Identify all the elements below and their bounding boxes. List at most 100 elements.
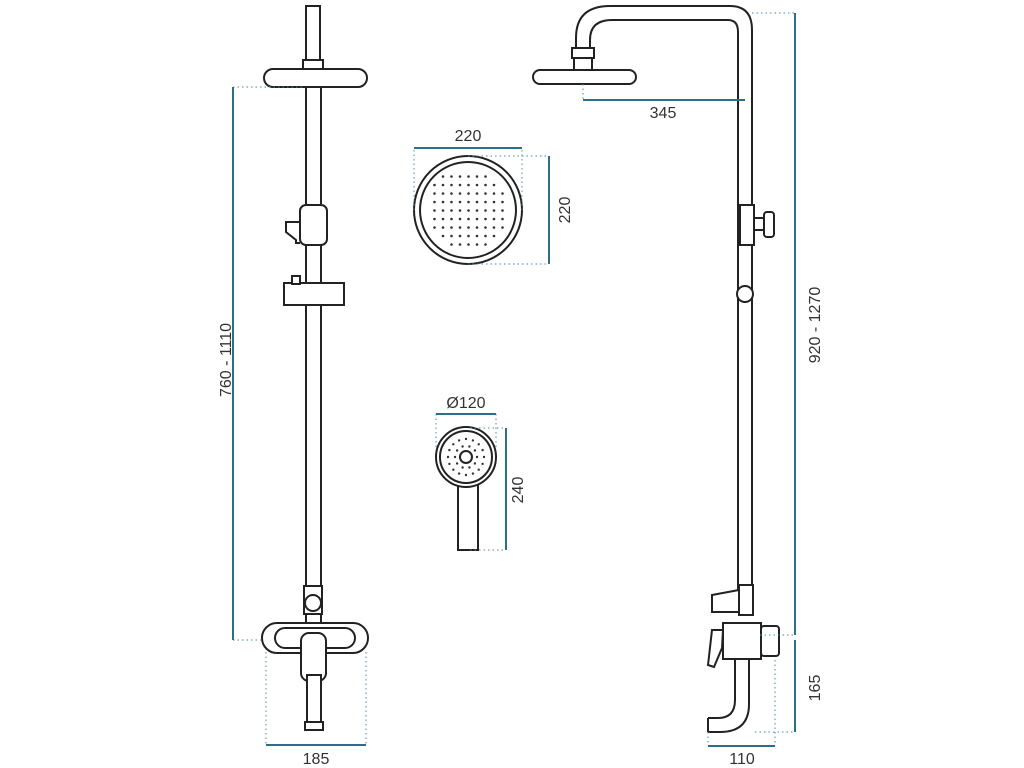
nozzle-dot bbox=[458, 175, 462, 178]
nozzle-dot bbox=[467, 200, 470, 204]
dim-hand-diameter: Ø120 bbox=[435, 395, 497, 450]
hand-length-label: 240 bbox=[510, 477, 527, 504]
hand-shower-view bbox=[435, 426, 497, 551]
overhead-shower-head-view bbox=[413, 155, 523, 265]
front-view bbox=[261, 5, 369, 731]
nozzle-dot bbox=[477, 468, 480, 471]
dim-mixer-height: 165 bbox=[755, 640, 824, 733]
nozzle-dot bbox=[467, 175, 470, 178]
front-spout bbox=[306, 674, 322, 728]
nozzle-dot bbox=[481, 448, 484, 452]
nozzle-dot bbox=[464, 473, 468, 477]
nozzle-dot bbox=[461, 466, 464, 469]
nozzle-dot bbox=[458, 234, 462, 238]
nozzle-dot bbox=[441, 183, 445, 187]
nozzle-dot bbox=[441, 217, 445, 221]
nozzle-dot bbox=[482, 455, 486, 459]
front-slider-knob bbox=[291, 275, 301, 285]
nozzle-dot bbox=[484, 209, 487, 212]
nozzle-dot bbox=[433, 226, 436, 229]
hand-shower-head bbox=[435, 426, 497, 488]
nozzle-dot bbox=[475, 226, 479, 229]
nozzle-dot bbox=[467, 226, 470, 229]
dim-spout-depth: 110 bbox=[707, 660, 776, 768]
side-slider-holder bbox=[736, 285, 754, 303]
nozzle-dot bbox=[450, 226, 453, 229]
nozzle-dot bbox=[501, 217, 504, 221]
hand-nozzles bbox=[446, 437, 486, 477]
nozzle-dot bbox=[467, 234, 470, 238]
nozzle-dot bbox=[467, 183, 470, 187]
side-head-connector bbox=[571, 47, 595, 59]
side-overhead-shower bbox=[532, 69, 637, 85]
nozzle-dot bbox=[492, 226, 496, 229]
hand-diameter-label: Ø120 bbox=[446, 395, 485, 412]
nozzle-dot bbox=[441, 209, 445, 212]
nozzle-dot bbox=[492, 209, 496, 212]
nozzle-dot bbox=[492, 200, 496, 204]
nozzle-dot bbox=[492, 183, 496, 187]
side-lower-connector bbox=[738, 584, 754, 616]
nozzle-dot bbox=[475, 209, 479, 212]
nozzle-dot bbox=[467, 192, 470, 195]
nozzle-dot bbox=[484, 243, 487, 246]
nozzle-dot bbox=[484, 192, 487, 195]
nozzle-dot bbox=[446, 455, 450, 459]
nozzle-dot bbox=[441, 175, 445, 178]
nozzle-dot bbox=[492, 234, 496, 238]
nozzle-dot bbox=[475, 200, 479, 204]
nozzle-dot bbox=[475, 243, 479, 246]
nozzle-dot bbox=[458, 243, 462, 246]
nozzle-dot bbox=[441, 234, 445, 238]
side-spout-inner bbox=[708, 659, 750, 733]
head-width-label: 220 bbox=[455, 128, 482, 145]
arm-reach-label: 345 bbox=[650, 105, 677, 122]
nozzle-dot bbox=[455, 449, 459, 452]
side-diverter-body bbox=[739, 204, 755, 246]
nozzle-dot bbox=[450, 209, 453, 212]
left-width-label: 185 bbox=[303, 751, 330, 768]
side-lower-handle bbox=[711, 588, 740, 613]
nozzle-dot bbox=[484, 234, 487, 238]
nozzle-dot bbox=[433, 192, 436, 195]
side-diverter-stem bbox=[753, 217, 765, 231]
nozzle-dot bbox=[441, 226, 445, 229]
nozzle-dot bbox=[433, 209, 436, 212]
nozzle-dot bbox=[457, 439, 461, 442]
nozzle-dot bbox=[433, 217, 436, 221]
side-arm-outer bbox=[575, 5, 753, 600]
dim-left-height: 760 - 1110 bbox=[218, 86, 305, 641]
nozzle-dot bbox=[452, 468, 455, 471]
nozzle-dot bbox=[452, 443, 455, 446]
nozzle-dot bbox=[458, 183, 462, 187]
nozzle-dot bbox=[433, 200, 436, 204]
nozzle-dot bbox=[501, 200, 504, 204]
nozzle-dot bbox=[458, 226, 462, 229]
nozzle-dot bbox=[484, 200, 487, 204]
nozzle-dot bbox=[475, 192, 479, 195]
nozzle-dot bbox=[501, 209, 504, 212]
nozzle-dot bbox=[453, 455, 457, 459]
hand-shower-rim bbox=[439, 430, 493, 484]
nozzle-dot bbox=[464, 437, 468, 441]
nozzle-dot bbox=[450, 200, 453, 204]
nozzle-dot bbox=[450, 192, 453, 195]
nozzle-dot bbox=[457, 472, 461, 475]
nozzle-dot bbox=[467, 243, 470, 246]
nozzle-dot bbox=[450, 217, 453, 221]
nozzle-dot bbox=[455, 462, 459, 465]
nozzle-dot bbox=[458, 200, 462, 204]
head-inner-rim bbox=[419, 161, 517, 259]
dim-head-height: 220 bbox=[468, 155, 574, 265]
dim-hand-length: 240 bbox=[470, 427, 527, 551]
nozzle-dot bbox=[484, 217, 487, 221]
side-diverter-knob bbox=[763, 211, 775, 238]
nozzle-dot bbox=[448, 462, 451, 466]
nozzle-dot bbox=[450, 243, 453, 246]
nozzle-dot bbox=[475, 217, 479, 221]
spout-depth-label: 110 bbox=[729, 751, 755, 768]
nozzle-dot bbox=[467, 209, 470, 212]
front-overhead-shower bbox=[263, 68, 368, 88]
front-lower-knob bbox=[304, 594, 322, 612]
front-top-pipe bbox=[305, 5, 321, 65]
